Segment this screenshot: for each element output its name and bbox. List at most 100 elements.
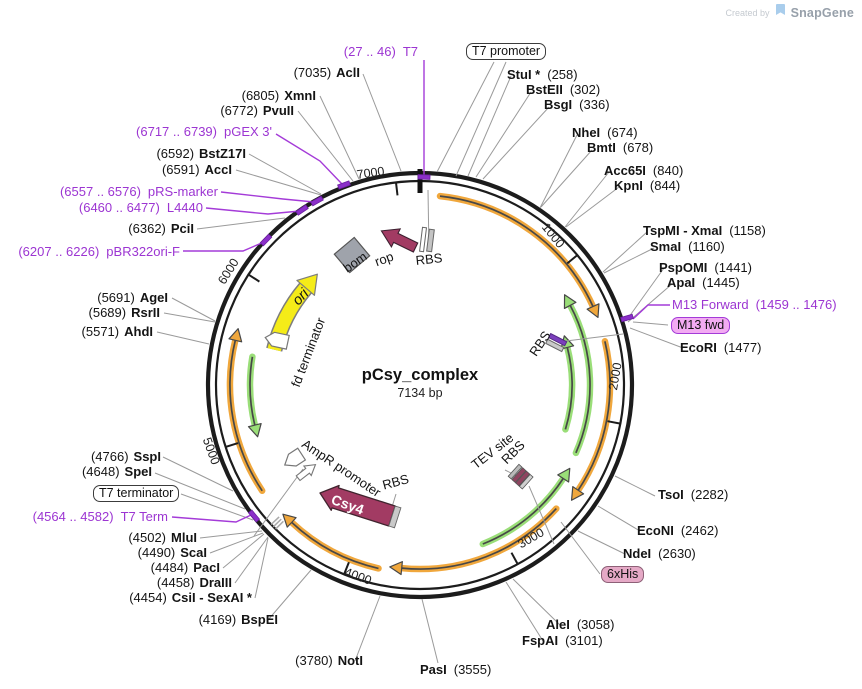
enzyme-label-agei[interactable]: (5691)AgeI — [97, 290, 168, 305]
fd-terminator-arrow[interactable] — [264, 331, 290, 350]
primer-site-mark[interactable] — [417, 174, 431, 180]
primer-label-prs-marker[interactable]: (6557 .. 6576)pRS-marker — [59, 184, 218, 199]
rop-arrow[interactable] — [377, 222, 420, 257]
callout-line — [235, 169, 322, 196]
enzyme-label-sspi[interactable]: (4766)SspI — [90, 449, 161, 464]
tick-mark — [343, 561, 350, 575]
enzyme-label-nhei[interactable]: NheI(674) — [572, 125, 638, 140]
boxed-label-t7-terminator[interactable]: T7 terminator — [93, 485, 180, 502]
enzyme-label-pasi[interactable]: PasI(3555) — [420, 662, 492, 677]
callout-line — [222, 533, 265, 569]
primer-label-pgex-3-[interactable]: (6717 .. 6739)pGEX 3' — [136, 124, 272, 139]
callout-line — [539, 134, 578, 209]
enzyme-label-tsoi[interactable]: TsoI(2282) — [658, 487, 729, 502]
tev-site-rbs-icon[interactable] — [507, 463, 534, 490]
enzyme-label-rsrii[interactable]: (5689)RsrII — [88, 305, 160, 320]
primer-site-mark[interactable] — [295, 204, 309, 216]
arc-arrowhead — [586, 303, 600, 319]
boxed-label-m13-fwd[interactable]: M13 fwd — [671, 317, 731, 334]
primer-site-mark[interactable] — [310, 195, 324, 207]
primer-site-mark[interactable] — [620, 313, 634, 323]
enzyme-label-acli[interactable]: (7035)AclI — [293, 65, 360, 80]
enzyme-label-ecori[interactable]: EcoRI(1477) — [680, 340, 762, 355]
rbs-icon[interactable] — [419, 226, 435, 253]
enzyme-label-bmti[interactable]: BmtI(678) — [587, 140, 654, 155]
feature-arc-core — [249, 356, 256, 426]
enzyme-label-bsteii[interactable]: BstEII(302) — [526, 82, 601, 97]
callout-line — [267, 569, 312, 621]
tick-mark — [566, 254, 578, 265]
enzyme-label-draiii[interactable]: (4458)DraIII — [156, 575, 232, 590]
callout-line — [560, 521, 601, 575]
enzyme-label-kpni[interactable]: KpnI(844) — [614, 178, 681, 193]
primer-label-t7[interactable]: (27 .. 46)T7 — [343, 44, 418, 59]
arc-arrowhead — [247, 422, 262, 438]
tick-mark — [510, 552, 519, 565]
feature-arc-core — [482, 478, 564, 545]
credit-text: Created by — [725, 8, 770, 18]
primer-line — [220, 191, 315, 203]
primer-label-t7-term[interactable]: (4564 .. 4582)T7 Term — [32, 509, 168, 524]
enzyme-label-acc65i[interactable]: Acc65I(840) — [604, 163, 684, 178]
primer-site-mark[interactable] — [259, 233, 273, 247]
enzyme-label-spei[interactable]: (4648)SpeI — [81, 464, 152, 479]
enzyme-label-fspai[interactable]: FspAI(3101) — [522, 633, 603, 648]
enzyme-label-paci[interactable]: (4484)PacI — [150, 560, 220, 575]
enzyme-label-pcii[interactable]: (6362)PciI — [128, 221, 194, 236]
enzyme-label-ndei[interactable]: NdeI(2630) — [623, 546, 696, 561]
enzyme-label-pspomi[interactable]: PspOMI(1441) — [659, 260, 752, 275]
csy4-arrow[interactable] — [319, 484, 396, 527]
ampr-promoter-arrow[interactable] — [281, 447, 307, 471]
enzyme-label-xmni[interactable]: (6805)XmnI — [241, 88, 316, 103]
callout-line — [254, 537, 269, 599]
feature-label-rbs[interactable]: RBS — [414, 250, 444, 268]
enzyme-label-stui-[interactable]: StuI *(258) — [507, 67, 578, 82]
enzyme-label-acci[interactable]: (6591)AccI — [161, 162, 232, 177]
callout-line — [629, 327, 684, 349]
callout-line — [467, 75, 512, 177]
ampr-promoter-arrow-small[interactable] — [294, 460, 319, 483]
cluster-tick — [275, 520, 284, 530]
primer-site-mark[interactable] — [337, 180, 351, 190]
enzyme-label-noti[interactable]: (3780)NotI — [295, 653, 363, 668]
rbs-icon[interactable] — [545, 332, 568, 353]
enzyme-label-bstz17i[interactable]: (6592)BstZ17I — [156, 146, 246, 161]
enzyme-label-bspei[interactable]: (4169)BspEI — [198, 612, 278, 627]
arc-arrowhead — [389, 561, 403, 576]
enzyme-label-econi[interactable]: EcoNI(2462) — [637, 523, 719, 538]
enzyme-label-csii-sexai-[interactable]: (4454)CsiI - SexAI * — [129, 590, 252, 605]
enzyme-label-ahdi[interactable]: (5571)AhdI — [81, 324, 153, 339]
enzyme-label-bsgi[interactable]: BsgI(336) — [544, 97, 610, 112]
feature-arc-core — [564, 347, 573, 430]
callout-line — [564, 171, 610, 228]
cluster-tick — [270, 516, 280, 525]
enzyme-label-apai[interactable]: ApaI(1445) — [667, 275, 740, 290]
enzyme-label-scai[interactable]: (4490)ScaI — [137, 545, 207, 560]
feature-arc-orange[interactable] — [436, 192, 597, 310]
callout-line — [362, 73, 402, 172]
callout-line — [627, 283, 673, 323]
boxed-label-6xhis[interactable]: 6xHis — [601, 566, 645, 583]
tick-mark — [225, 442, 239, 448]
boxed-label-t7-promoter[interactable]: T7 promoter — [466, 43, 547, 60]
callout-line — [354, 595, 381, 662]
enzyme-label-mlui[interactable]: (4502)MluI — [128, 530, 197, 545]
enzyme-label-pvuii[interactable]: (6772)PvuII — [220, 103, 294, 118]
callout-line — [475, 91, 532, 178]
feature-arc-core — [401, 508, 557, 570]
primer-line — [632, 304, 670, 320]
callout-line — [602, 231, 648, 273]
primer-site-mark[interactable] — [247, 509, 261, 523]
enzyme-label-smai[interactable]: SmaI(1160) — [650, 239, 725, 254]
plasmid-title: pCsy_complex — [361, 366, 479, 384]
primer-label-pbr322ori-f[interactable]: (6207 .. 6226)pBR322ori-F — [18, 244, 180, 259]
bom-marker[interactable] — [333, 236, 371, 274]
callout-line — [436, 61, 495, 173]
primer-label-l4440[interactable]: (6460 .. 6477)L4440 — [78, 200, 203, 215]
snapgene-logo-icon — [775, 3, 786, 23]
callout-line — [455, 61, 507, 177]
enzyme-label-alei[interactable]: AleI(3058) — [546, 617, 615, 632]
primer-label-m13-forward[interactable]: M13 Forward(1459 .. 1476) — [672, 297, 837, 312]
enzyme-label-tspmi-xmai[interactable]: TspMI - XmaI(1158) — [643, 223, 766, 238]
